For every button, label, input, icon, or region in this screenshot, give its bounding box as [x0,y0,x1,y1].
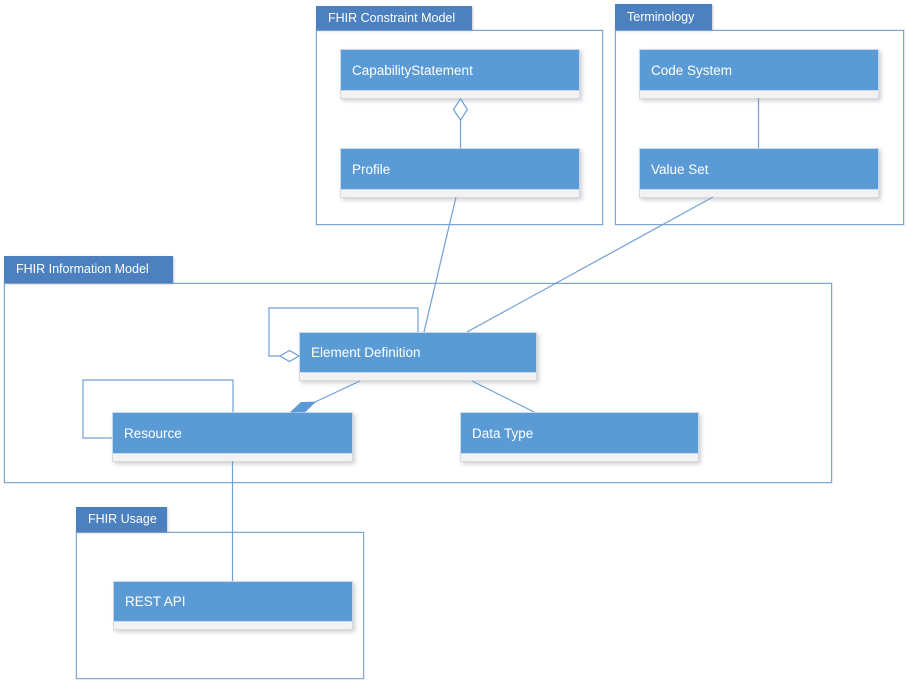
class-capability-statement: CapabilityStatement [340,49,580,99]
class-value-set-label: Value Set [639,148,879,190]
package-body-terminology [615,30,904,225]
class-element-definition: Element Definition [299,332,537,381]
package-body-fhir-usage [76,532,364,679]
package-tab-fhir-usage: FHIR Usage [76,507,167,532]
class-code-system-compartment [639,91,879,99]
class-element-definition-compartment [299,373,537,381]
class-profile-compartment [340,190,580,198]
class-resource-label: Resource [112,412,353,454]
class-rest-api: REST API [113,581,353,630]
class-code-system-label: Code System [639,49,879,91]
class-rest-api-compartment [113,622,353,630]
class-resource: Resource [112,412,353,462]
package-body-fhir-information-model [4,283,832,483]
class-value-set: Value Set [639,148,879,198]
class-data-type-compartment [460,454,699,462]
class-capability-statement-compartment [340,91,580,99]
package-tab-terminology: Terminology [615,4,712,30]
class-value-set-compartment [639,190,879,198]
class-capability-statement-label: CapabilityStatement [340,49,580,91]
class-resource-compartment [112,454,353,462]
package-tab-fhir-information-model: FHIR Information Model [4,256,173,283]
class-rest-api-label: REST API [113,581,353,622]
class-element-definition-label: Element Definition [299,332,537,373]
class-code-system: Code System [639,49,879,99]
class-data-type: Data Type [460,412,699,462]
package-body-fhir-constraint-model [316,30,603,225]
class-profile: Profile [340,148,580,198]
class-data-type-label: Data Type [460,412,699,454]
class-profile-label: Profile [340,148,580,190]
package-tab-fhir-constraint-model: FHIR Constraint Model [316,6,472,30]
